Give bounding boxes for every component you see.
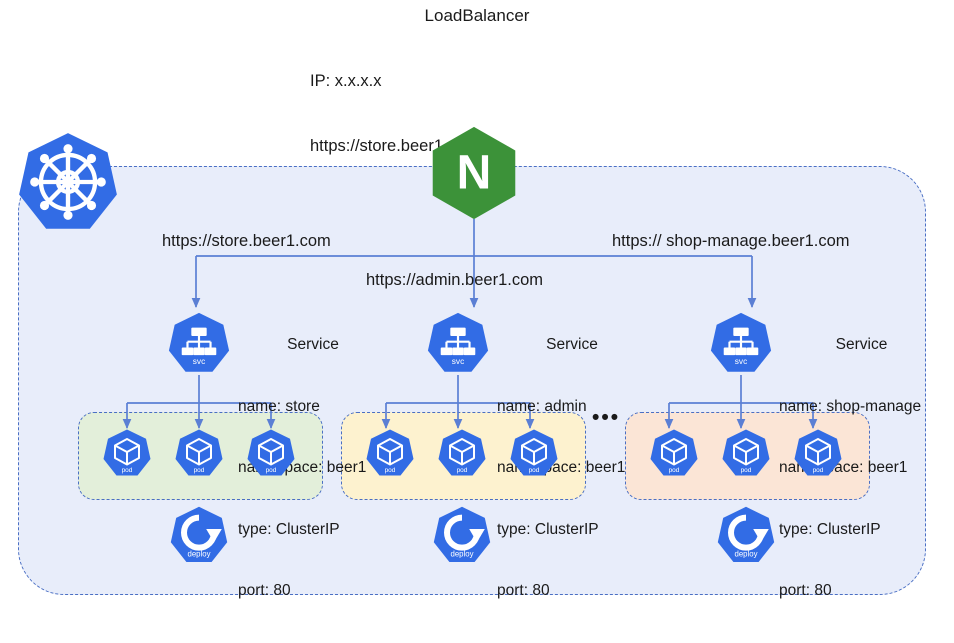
deployment-icon-shop-manage[interactable]: deploy [716,505,776,565]
service-icon-label: svc [452,356,464,366]
service-heading: Service [546,336,598,353]
deployment-icon-admin[interactable]: deploy [432,505,492,565]
pod-icon-store-2[interactable]: pod [174,428,224,478]
service-port: port: 80 [779,582,832,599]
service-type: type: ClusterIP [779,520,881,538]
service-heading: Service [287,336,339,353]
pod-icon-label: pod [813,467,824,474]
service-icon-admin[interactable]: svc [426,311,490,375]
kubernetes-logo [16,130,120,234]
service-type: type: ClusterIP [497,520,599,538]
diagram-canvas: LoadBalancer IP: x.x.x.x https://store.b… [16,6,926,599]
pod-icon-label: pod [457,467,468,474]
service-info-shop-manage: Service name: shop-manage namespace: bee… [779,294,944,643]
pod-icon-admin-3[interactable]: pod [509,428,559,478]
deployment-icon-label: deploy [188,550,211,559]
loadbalancer-title: LoadBalancer [424,6,530,25]
ellipsis-more-services: ••• [592,406,621,429]
pod-icon-shop-manage-2[interactable]: pod [721,428,771,478]
service-port: port: 80 [238,582,291,599]
service-icon-label: svc [735,356,747,366]
service-port: port: 80 [497,582,550,599]
route-label-admin: https://admin.beer1.com [366,271,544,289]
pod-icon-admin-1[interactable]: pod [365,428,415,478]
route-label-store: https://store.beer1.com [162,232,331,250]
deployment-icon-store[interactable]: deploy [169,505,229,565]
route-label-shop-manage: https:// shop-manage.beer1.com [612,232,850,250]
pod-icon-shop-manage-3[interactable]: pod [793,428,843,478]
service-icon-store[interactable]: svc [167,311,231,375]
pod-icon-shop-manage-1[interactable]: pod [649,428,699,478]
nginx-logo-letter: N [457,147,492,200]
deployment-icon-label: deploy [451,550,474,559]
pod-icon-store-3[interactable]: pod [246,428,296,478]
pod-icon-label: pod [194,467,205,474]
pod-icon-label: pod [529,467,540,474]
service-name: name: store [238,397,320,415]
pod-icon-label: pod [266,467,277,474]
service-type: type: ClusterIP [238,520,340,538]
nginx-logo[interactable]: N [426,125,522,221]
pod-icon-label: pod [385,467,396,474]
pod-icon-label: pod [122,467,133,474]
pod-icon-label: pod [741,467,752,474]
pod-icon-admin-2[interactable]: pod [437,428,487,478]
loadbalancer-ip: IP: x.x.x.x [310,72,382,90]
service-icon-label: svc [193,356,205,366]
service-name: name: admin [497,397,587,415]
service-icon-shop-manage[interactable]: svc [709,311,773,375]
deployment-icon-label: deploy [735,550,758,559]
service-heading: Service [835,336,888,353]
pod-icon-label: pod [669,467,680,474]
service-name: name: shop-manage [779,397,922,415]
pod-icon-store-1[interactable]: pod [102,428,152,478]
